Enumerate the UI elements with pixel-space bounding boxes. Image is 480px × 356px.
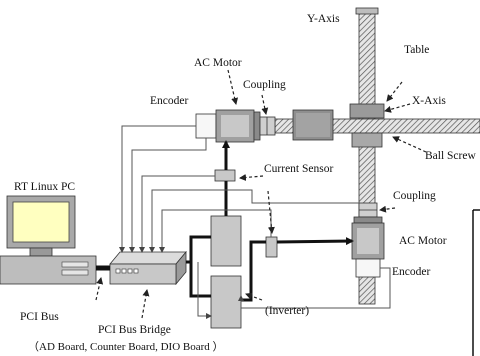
label-encoder-top: Encoder — [150, 95, 188, 107]
label-ac-motor-top: AC Motor — [194, 57, 242, 69]
label-ac-motor-right: AC Motor — [399, 235, 447, 247]
x-axis-coupling — [259, 116, 276, 136]
label-y-axis: Y-Axis — [307, 13, 340, 25]
y-axis-encoder — [355, 258, 381, 278]
y-axis-ac-motor — [351, 216, 385, 260]
label-pci-bus: PCI Bus — [20, 311, 59, 323]
rt-linux-pc-icon — [0, 195, 97, 285]
pci-bus-bridge-box — [109, 250, 187, 286]
label-inverter: (Inverter) — [265, 305, 309, 317]
signal-wiring — [119, 125, 391, 319]
label-current-sensor: Current Sensor — [264, 163, 333, 175]
label-pci-bus-bridge: PCI Bus Bridge — [98, 324, 171, 336]
label-coupling-right: Coupling — [393, 190, 436, 202]
label-table: Table — [404, 44, 429, 56]
label-encoder-right: Encoder — [392, 266, 430, 278]
x-axis-encoder — [195, 113, 217, 139]
current-sensor-top — [214, 169, 236, 182]
inverter-upper — [210, 215, 242, 267]
current-sensor-right — [265, 236, 278, 258]
label-coupling-top: Coupling — [243, 79, 286, 91]
cropped-panel-frame — [472, 209, 480, 356]
x-axis-nut-block — [292, 109, 334, 141]
inverter-lower — [210, 275, 242, 329]
callout-arrows — [95, 69, 427, 319]
label-ball-screw: Ball Screw — [425, 150, 476, 162]
label-x-axis: X-Axis — [412, 95, 446, 107]
label-rt-linux-pc: RT Linux PC — [14, 181, 75, 193]
table-carriage — [349, 103, 385, 148]
label-boards: （AD Board, Counter Board, DIO Board ） — [28, 340, 224, 353]
y-axis-coupling — [358, 202, 378, 218]
x-axis-ac-motor — [215, 109, 261, 143]
